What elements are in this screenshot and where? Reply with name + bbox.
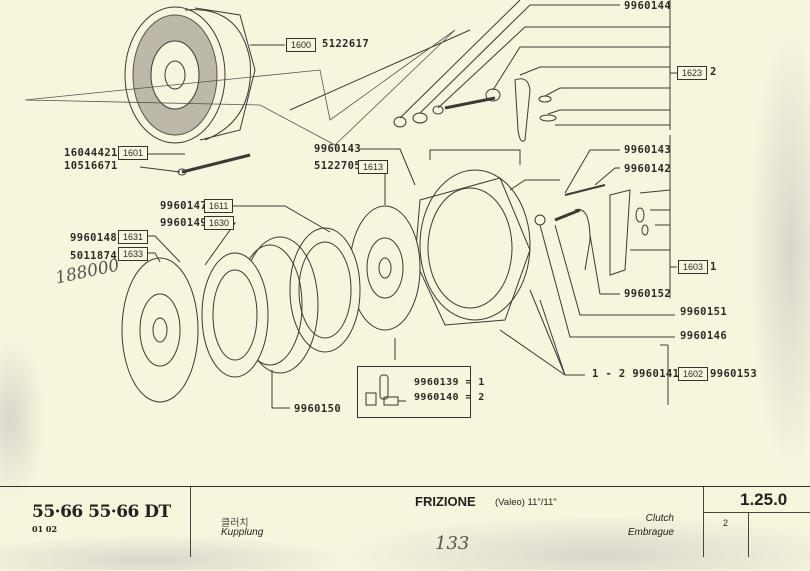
ref-box-1631[interactable]: 1631 — [118, 230, 149, 244]
sheet-number: 2 — [723, 518, 729, 528]
part-number-9960143-b: 9960143 — [624, 144, 672, 156]
spring-parts-icon — [365, 374, 406, 406]
title-french: Embrague — [627, 527, 674, 538]
title-divider-4 — [748, 512, 749, 557]
release-parts-drawing — [393, 78, 557, 142]
pressure-plate-drawing — [201, 227, 361, 378]
part-number-5011874: 5011874 — [70, 250, 118, 262]
part-number-10516671: 10516671 — [64, 160, 118, 172]
quantity-1623: 2 — [710, 66, 717, 78]
title-divider-1 — [190, 487, 191, 557]
assembled-clutch-drawing — [124, 6, 285, 144]
driven-disc-drawing — [349, 205, 421, 331]
title-english: Clutch — [645, 513, 674, 524]
inset-line-1: 9960139 = 1 — [414, 377, 485, 388]
title-german: Kupplung — [221, 527, 264, 538]
part-number-9960143-a: 9960143 — [314, 143, 362, 155]
ref-box-1623[interactable]: 1623 — [677, 66, 708, 80]
part-number-16044421: 16044421 — [64, 147, 118, 159]
part-number-9960149: 9960149 — [160, 217, 208, 229]
exploded-diagram — [24, 0, 677, 409]
spring-inset: 9960139 = 1 9960140 = 2 — [357, 366, 484, 418]
part-number-9960150: 9960150 — [294, 403, 342, 415]
clutch-housing-drawing — [414, 169, 531, 326]
ref-box-1611[interactable]: 1611 — [204, 199, 234, 213]
quantity-1603: 1 — [710, 261, 717, 273]
bolt-drawing — [177, 153, 251, 176]
part-number-9960148: 9960148 — [70, 232, 118, 244]
model-variants: 01 02 — [32, 524, 58, 534]
part-number-9960144: 9960144 — [624, 0, 672, 12]
ref-box-1603[interactable]: 1603 — [678, 260, 709, 274]
title-divider-2 — [703, 487, 704, 557]
ref-box-1633[interactable]: 1633 — [118, 247, 149, 261]
ref-box-1600[interactable]: 1600 — [286, 38, 317, 52]
ref-box-1613[interactable]: 1613 — [358, 160, 389, 174]
part-number-9960142: 9960142 — [624, 163, 672, 175]
part-number-9960152: 9960152 — [624, 288, 672, 300]
part-number-5122705: 5122705 — [314, 160, 362, 172]
clutch-spec: (Valeo) 11"/11" — [495, 497, 557, 508]
title-korean: 클러치 — [221, 518, 249, 529]
ref-box-1601[interactable]: 1601 — [118, 146, 149, 160]
part-number-9960151: 9960151 — [680, 306, 728, 318]
inset-line-2: 9960140 = 2 — [414, 392, 485, 403]
page-title: FRIZIONE — [415, 494, 476, 509]
part-number-9960147: 9960147 — [160, 200, 208, 212]
title-block — [0, 486, 810, 571]
model-names: 55·66 55·66 DT — [32, 502, 171, 522]
ref-box-1630[interactable]: 1630 — [204, 216, 235, 230]
part-number-5122617: 5122617 — [322, 38, 370, 50]
ref-box-1602[interactable]: 1602 — [678, 367, 709, 381]
part-number-9960146: 9960146 — [680, 330, 728, 342]
part-number-9960141: 1 - 2 9960141 — [592, 368, 680, 380]
title-divider-3 — [704, 512, 810, 513]
handwritten-page-number: 133 — [435, 533, 470, 554]
part-number-9960153: 9960153 — [710, 368, 758, 380]
page-id: 1.25.0 — [740, 490, 788, 509]
flywheel-disc-drawing — [121, 257, 199, 403]
lever-group-drawing — [534, 184, 649, 276]
